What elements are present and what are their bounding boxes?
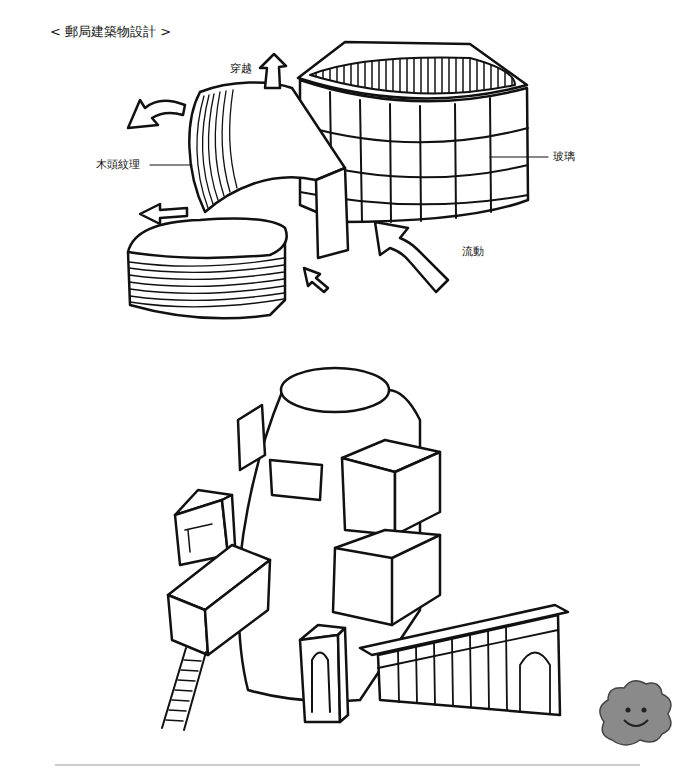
door-tower xyxy=(300,625,348,722)
annotation-label: 流動 xyxy=(462,245,484,258)
annotation-label: 玻璃 xyxy=(553,150,575,163)
cloud-icon xyxy=(600,681,671,745)
stacked-boxes xyxy=(333,440,440,625)
arrow xyxy=(260,54,286,88)
left-boxes xyxy=(162,490,270,730)
annotation-label: 木頭紋理 xyxy=(96,158,140,171)
wood-slab xyxy=(128,219,287,319)
arrow xyxy=(128,100,185,128)
glass-hall xyxy=(360,605,568,715)
arrow xyxy=(304,268,328,292)
annotation-label: 穿越 xyxy=(230,62,252,75)
footer-rule xyxy=(55,765,640,766)
diagram-title: < 郵局建築物設計 > xyxy=(50,24,171,40)
arrow xyxy=(140,204,187,224)
arrow xyxy=(375,222,448,292)
